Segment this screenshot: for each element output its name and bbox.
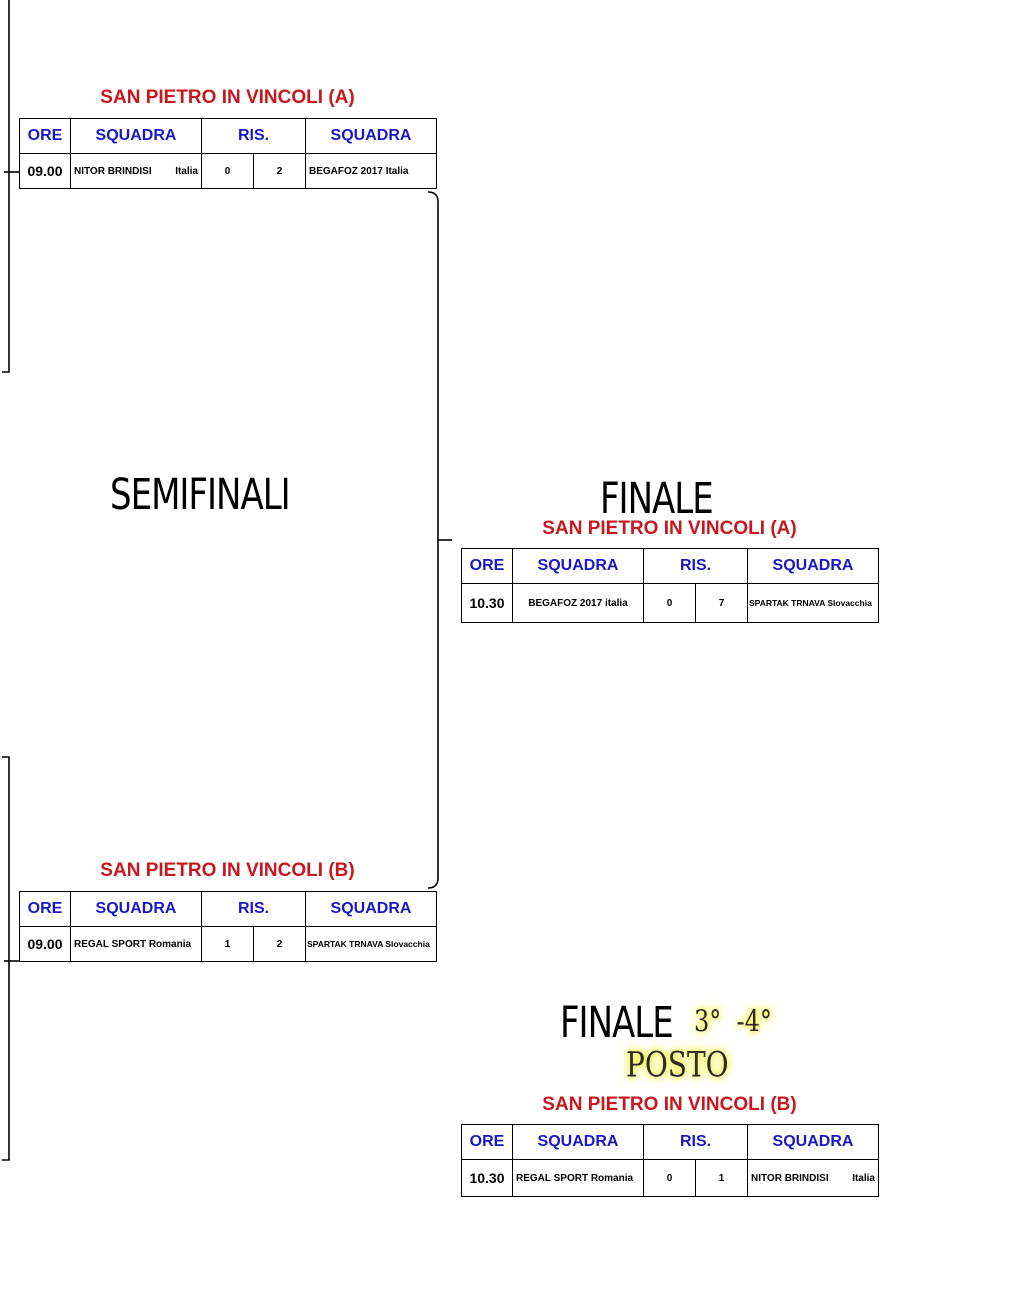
home-team-name: NITOR BRINDISI <box>74 165 152 177</box>
third-place-venue: SAN PIETRO IN VINCOLI (B) <box>542 1094 797 1115</box>
bracket-line-bottom-left <box>2 756 10 1161</box>
away-team: NITOR BRINDISI Italia <box>747 1159 879 1197</box>
col-header-result: RIS. <box>201 118 306 154</box>
table-row: 10.30 BEGAFOZ 2017 italia 0 7 SPARTAK TR… <box>461 583 879 623</box>
away-team: SPARTAK TRNAVA Slovacchia <box>747 583 879 623</box>
table-row: 10.30 REGAL SPORT Romania 0 1 NITOR BRIN… <box>461 1159 879 1197</box>
col-header-result: RIS. <box>643 1124 748 1160</box>
away-team: SPARTAK TRNAVA Slovacchia <box>305 926 437 962</box>
home-score: 0 <box>643 1159 696 1197</box>
away-team-country: Italia <box>852 1172 875 1184</box>
home-team: BEGAFOZ 2017 italia <box>512 583 644 623</box>
col-header-home-team: SQUADRA <box>70 891 202 927</box>
home-team: REGAL SPORT Romania <box>70 926 202 962</box>
away-score: 7 <box>695 583 748 623</box>
table-header-row: ORE SQUADRA RIS. SQUADRA <box>19 891 437 927</box>
home-score: 0 <box>643 583 696 623</box>
bracket-line-top-left <box>2 0 10 373</box>
third-place-stage-suffix: 3° -4° <box>694 1004 772 1039</box>
table-header-row: ORE SQUADRA RIS. SQUADRA <box>461 1124 879 1160</box>
home-score: 1 <box>201 926 254 962</box>
semifinal-b-table: ORE SQUADRA RIS. SQUADRA 09.00 REGAL SPO… <box>19 891 437 962</box>
col-header-time: ORE <box>19 891 71 927</box>
away-team-name: NITOR BRINDISI <box>751 1172 829 1184</box>
final-venue: SAN PIETRO IN VINCOLI (A) <box>542 518 797 539</box>
col-header-result: RIS. <box>201 891 306 927</box>
col-header-home-team: SQUADRA <box>512 1124 644 1160</box>
home-team: REGAL SPORT Romania <box>512 1159 644 1197</box>
away-team: BEGAFOZ 2017 Italia <box>305 153 437 189</box>
home-team: NITOR BRINDISI Italia <box>70 153 202 189</box>
col-header-away-team: SQUADRA <box>305 118 437 154</box>
third-place-stage-line2: POSTO <box>626 1044 729 1086</box>
away-score: 1 <box>695 1159 748 1197</box>
col-header-time: ORE <box>461 548 513 584</box>
match-time: 10.30 <box>461 1159 513 1197</box>
home-score: 0 <box>201 153 254 189</box>
final-stage-label: FINALE <box>600 474 714 524</box>
col-header-time: ORE <box>461 1124 513 1160</box>
table-row: 09.00 NITOR BRINDISI Italia 0 2 BEGAFOZ 2… <box>19 153 437 189</box>
col-header-away-team: SQUADRA <box>305 891 437 927</box>
away-score: 2 <box>253 926 306 962</box>
semifinal-stage-label: SEMIFINALI <box>110 470 291 520</box>
semifinal-a-venue: SAN PIETRO IN VINCOLI (A) <box>100 87 355 108</box>
table-header-row: ORE SQUADRA RIS. SQUADRA <box>19 118 437 154</box>
match-time: 10.30 <box>461 583 513 623</box>
col-header-time: ORE <box>19 118 71 154</box>
col-header-away-team: SQUADRA <box>747 548 879 584</box>
table-header-row: ORE SQUADRA RIS. SQUADRA <box>461 548 879 584</box>
third-place-stage-label: FINALE 3° -4° <box>560 998 800 1048</box>
col-header-result: RIS. <box>643 548 748 584</box>
final-table: ORE SQUADRA RIS. SQUADRA 10.30 BEGAFOZ 2… <box>461 548 879 623</box>
third-place-stage-prefix: FINALE <box>560 998 674 1048</box>
away-score: 2 <box>253 153 306 189</box>
semifinal-a-table: ORE SQUADRA RIS. SQUADRA 09.00 NITOR BRI… <box>19 118 437 189</box>
col-header-home-team: SQUADRA <box>70 118 202 154</box>
match-time: 09.00 <box>19 153 71 189</box>
third-place-table: ORE SQUADRA RIS. SQUADRA 10.30 REGAL SPO… <box>461 1124 879 1197</box>
col-header-away-team: SQUADRA <box>747 1124 879 1160</box>
bracket-line-semis-to-final <box>427 191 439 889</box>
semifinal-b-venue: SAN PIETRO IN VINCOLI (B) <box>100 860 355 881</box>
match-time: 09.00 <box>19 926 71 962</box>
home-team-country: Italia <box>175 165 198 177</box>
table-row: 09.00 REGAL SPORT Romania 1 2 SPARTAK TR… <box>19 926 437 962</box>
col-header-home-team: SQUADRA <box>512 548 644 584</box>
